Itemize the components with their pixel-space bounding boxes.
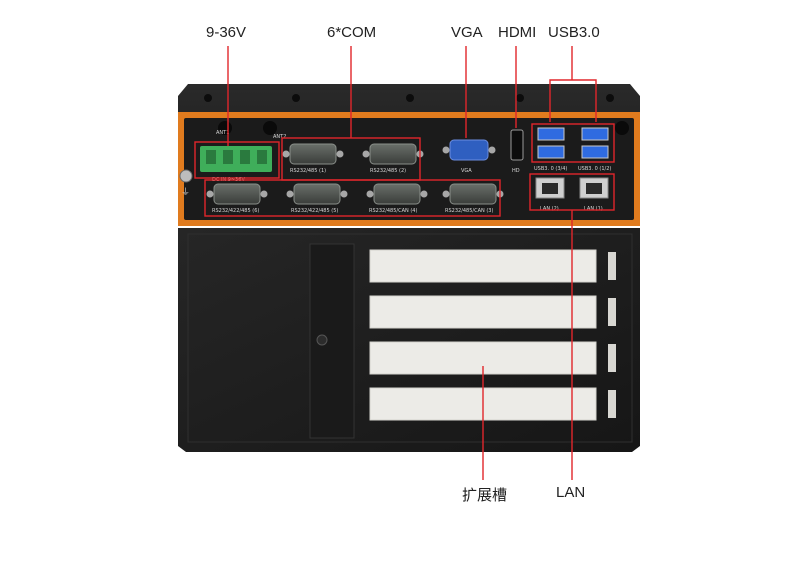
expansion-chassis <box>178 228 640 452</box>
com-port-1: RS232/485 (1) <box>282 143 344 174</box>
screw-icon <box>316 334 328 346</box>
callout-hdmi-label: HDMI <box>498 24 537 41</box>
usb-ports-3-4: USB3. 0 (3/4) <box>534 127 567 172</box>
vga-port: VGA <box>442 139 496 174</box>
svg-text:RS232/422/485 (5): RS232/422/485 (5) <box>291 208 338 214</box>
com-port-4: RS232/485/CAN (4) <box>366 183 428 214</box>
screw-icon <box>516 94 524 102</box>
callout-leaders <box>194 46 615 480</box>
lan-port-2: LAN (2) <box>535 177 565 212</box>
callout-vga-label: VGA <box>451 24 483 41</box>
svg-text:RS232/422/485 (6): RS232/422/485 (6) <box>212 208 259 214</box>
antenna-hole <box>615 121 629 135</box>
com-port-3: RS232/485/CAN (3) <box>442 183 504 214</box>
screw-icon <box>204 94 212 102</box>
callout-expansion-label: 扩展槽 <box>462 487 508 504</box>
svg-text:RS232/485 (2): RS232/485 (2) <box>370 168 406 174</box>
svg-text:LAN (1): LAN (1) <box>584 206 603 212</box>
svg-text:RS232/485/CAN (3): RS232/485/CAN (3) <box>445 208 493 214</box>
ant2-text: ANT2 <box>273 134 286 140</box>
lan-port-1: LAN (1) <box>579 177 609 212</box>
svg-text:LAN (2): LAN (2) <box>540 206 559 212</box>
svg-text:USB3. 0 (3/4): USB3. 0 (3/4) <box>534 166 567 172</box>
ant1-text: ANT1 <box>216 130 229 136</box>
screw-icon <box>292 94 300 102</box>
svg-text:USB3. 0 (1/2): USB3. 0 (1/2) <box>578 166 611 172</box>
svg-text:VGA: VGA <box>461 168 472 174</box>
svg-text:⏚: ⏚ <box>181 187 190 198</box>
io-chassis: ANT1 ANT2 ⏚ DC IN 9~36V RS232/485 (1) RS… <box>178 84 640 226</box>
screw-icon <box>606 94 614 102</box>
svg-text:RS232/485/CAN (4): RS232/485/CAN (4) <box>369 208 417 214</box>
com-port-5: RS232/422/485 (5) <box>286 183 348 214</box>
callout-lan-label: LAN <box>556 484 586 501</box>
callout-power-label: 9-36V <box>206 24 247 41</box>
callout-usb-label: USB3.0 <box>548 24 600 41</box>
slot-cover-1 <box>369 249 597 283</box>
slot-latch <box>608 252 616 280</box>
callout-com-label: 6*COM <box>327 24 377 41</box>
slot-cover-2 <box>369 295 597 329</box>
slot-latch <box>608 390 616 418</box>
com-port-6: RS232/422/485 (6) <box>206 183 268 214</box>
ant2-hole <box>263 121 277 135</box>
svg-text:HD: HD <box>512 168 520 174</box>
slot-latch <box>608 344 616 372</box>
usb-ports-1-2: USB3. 0 (1/2) <box>578 127 611 172</box>
screw-icon <box>406 94 414 102</box>
hdmi-port: HD <box>510 129 524 174</box>
slot-latch <box>608 298 616 326</box>
com-port-2: RS232/485 (2) <box>362 143 424 174</box>
ground-screw-icon <box>179 169 193 183</box>
svg-text:RS232/485 (1): RS232/485 (1) <box>290 168 326 174</box>
